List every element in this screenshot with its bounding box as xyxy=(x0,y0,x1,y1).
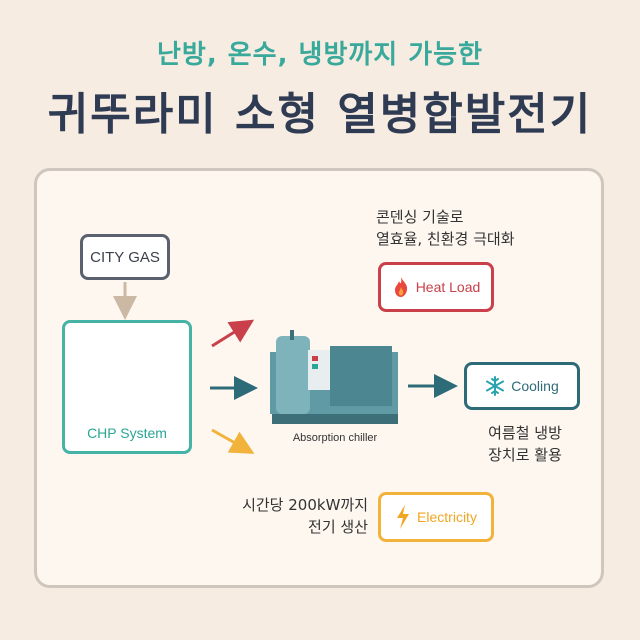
flame-icon xyxy=(394,277,407,297)
heat-note-line2: 열효율, 친환경 극대화 xyxy=(376,230,515,248)
cooling-note-line1: 여름철 냉방 xyxy=(488,424,562,442)
page-title: 귀뚜라미 소형 열병합발전기 xyxy=(47,89,593,140)
electricity-note-line2: 전기 생산 xyxy=(308,518,368,536)
snowflake-icon xyxy=(486,376,505,396)
subtitle: 난방, 온수, 냉방까지 가능한 xyxy=(156,40,484,70)
cooling-note: 여름철 냉방 장치로 활용 xyxy=(470,422,580,466)
chp-system-label: CHP System xyxy=(87,425,167,441)
heat-note-line1: 콘덴싱 기술로 xyxy=(376,208,464,226)
absorption-chiller-image xyxy=(270,330,398,424)
heat-note: 콘덴싱 기술로 열효율, 친환경 극대화 xyxy=(376,206,515,250)
heat-load-box: Heat Load xyxy=(378,262,494,312)
electricity-note: 시간당 200kW까지 전기 생산 xyxy=(222,494,368,538)
electricity-label: Electricity xyxy=(417,509,477,525)
absorption-chiller-label: Absorption chiller xyxy=(292,432,378,444)
heat-arrow xyxy=(211,319,255,348)
electricity-box: Electricity xyxy=(378,492,494,542)
cooling-box: Cooling xyxy=(464,362,580,410)
cooling-note-line2: 장치로 활용 xyxy=(488,446,562,464)
electricity-arrow xyxy=(211,428,255,454)
cooling-label: Cooling xyxy=(511,378,559,394)
electricity-note-line1: 시간당 200kW까지 xyxy=(242,496,368,514)
city-gas-box: CITY GAS xyxy=(80,234,170,280)
heat-load-label: Heat Load xyxy=(415,279,481,295)
chp-system-box: CHP System xyxy=(62,320,192,454)
lightning-icon xyxy=(397,505,410,529)
